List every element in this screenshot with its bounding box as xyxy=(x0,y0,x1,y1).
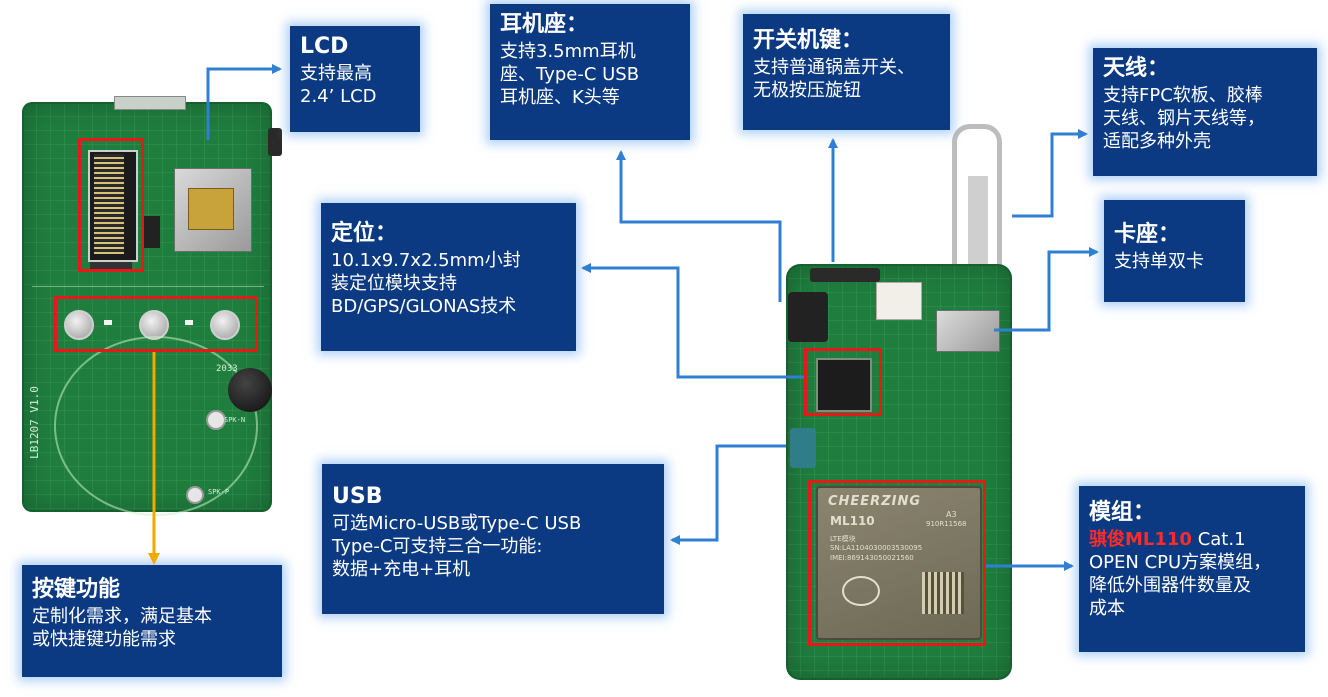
small-chip xyxy=(90,262,132,272)
callout-antenna-title: 天线： xyxy=(1103,56,1170,81)
callout-module-line: 降低外围器件数量及 xyxy=(1089,575,1251,596)
lcd-fpc-pins xyxy=(94,154,124,254)
callout-module-line-1: 骐俊ML110 Cat.1 xyxy=(1089,528,1295,551)
module-model: ML110 xyxy=(830,514,875,528)
silk-side-label: LB1207 V1.0 xyxy=(27,386,41,459)
callout-earphone: 耳机座： 支持3.5mm耳机 座、Type-C USB 耳机座、K头等 xyxy=(490,4,690,140)
callout-lcd-line: 支持最高 xyxy=(300,63,372,84)
antenna-clip-inner xyxy=(968,176,988,272)
callout-module: 模组： 骐俊ML110 Cat.1 OPEN CPU方案模组， 降低外围器件数量… xyxy=(1079,486,1305,652)
keys-highlight xyxy=(54,296,258,352)
module-line-1: LTE模块 xyxy=(830,535,856,543)
callout-lcd-line: 2.4’ LCD xyxy=(300,86,377,107)
callout-usb-line: Type-C可支持三合一功能: xyxy=(332,536,543,557)
left-pcb-board: LB1207 V1.0 2033 SPK-N SPK-P xyxy=(22,96,282,516)
left-sim-slot xyxy=(188,188,234,230)
callout-usb: USB 可选Micro-USB或Type-C USB Type-C可支持三合一功… xyxy=(322,464,664,614)
callout-positioning-line: 10.1x9.7x2.5mm小封 xyxy=(331,250,521,271)
callout-earphone-line: 支持3.5mm耳机 xyxy=(500,41,636,62)
callout-keys-line: 定制化需求，满足基本 xyxy=(32,606,212,627)
arrow-earphone xyxy=(616,150,782,302)
led-dot xyxy=(185,320,193,325)
module-highlight xyxy=(808,480,986,646)
callout-power-key-line: 支持普通锅盖开关、 xyxy=(753,57,915,78)
callout-lcd: LCD 支持最高 2.4’ LCD xyxy=(290,26,420,132)
earphone-jack xyxy=(788,292,828,342)
side-jack xyxy=(268,128,282,156)
module-brand-highlight: 骐俊ML110 xyxy=(1089,529,1192,550)
speaker-area xyxy=(54,336,258,516)
pcb-trace-line xyxy=(32,286,264,287)
callout-positioning-line: 装定位模块支持 xyxy=(331,273,457,294)
key-button-1 xyxy=(64,310,94,340)
small-chip xyxy=(142,216,160,248)
key-button-3 xyxy=(210,310,240,340)
callout-antenna: 天线： 支持FPC软板、胶棒 天线、钢片天线等， 适配多种外壳 xyxy=(1093,48,1317,176)
callout-module-title: 模组： xyxy=(1089,500,1156,525)
callout-earphone-title: 耳机座： xyxy=(500,12,589,37)
module-variant: A3 xyxy=(946,510,957,519)
callout-keys-title: 按键功能 xyxy=(32,577,121,602)
callout-usb-line: 数据+充电+耳机 xyxy=(332,559,471,580)
lcd-connector-highlight xyxy=(78,138,144,272)
module-code: 910R11568 xyxy=(926,520,967,528)
power-key-part xyxy=(810,268,880,282)
gps-highlight xyxy=(804,348,882,416)
callout-positioning-title: 定位： xyxy=(331,221,398,246)
arrow-positioning xyxy=(581,263,804,379)
callout-usb-line: 可选Micro-USB或Type-C USB xyxy=(332,513,582,534)
callout-module-line: OPEN CPU方案模组， xyxy=(1089,552,1272,573)
ml110-module: CHEERZING A3 ML110 910R11568 LTE模块 SN:LA… xyxy=(816,486,982,640)
silk-top-label: 2033 xyxy=(216,364,238,374)
top-connector-tab xyxy=(114,96,186,110)
usb-connector xyxy=(790,428,816,468)
callout-antenna-line: 天线、钢片天线等， xyxy=(1103,108,1265,129)
callout-antenna-line: 适配多种外壳 xyxy=(1103,131,1211,152)
gps-module-chip xyxy=(816,358,872,412)
callout-power-key-title: 开关机键： xyxy=(753,28,864,53)
callout-keys: 按键功能 定制化需求，满足基本 或快捷键功能需求 xyxy=(22,565,282,677)
callout-positioning: 定位： 10.1x9.7x2.5mm小封 装定位模块支持 BD/GPS/GLON… xyxy=(321,203,576,351)
silk-spk-n: SPK-N xyxy=(224,416,246,424)
screw-hole xyxy=(206,410,226,430)
ccc-mark-icon xyxy=(842,576,880,606)
callout-lcd-title: LCD xyxy=(300,34,349,59)
white-connector xyxy=(876,282,922,320)
callout-earphone-line: 耳机座、K头等 xyxy=(500,87,620,108)
callout-positioning-line: BD/GPS/GLONAS技术 xyxy=(331,296,517,317)
callout-module-line: 成本 xyxy=(1089,598,1125,619)
right-pcb-board: CHEERZING A3 ML110 910R11568 LTE模块 SN:LA… xyxy=(776,124,1020,680)
module-line-3: IMEI:869143050021560 xyxy=(830,554,914,562)
callout-sim-title: 卡座： xyxy=(1114,222,1181,247)
callout-earphone-line: 座、Type-C USB xyxy=(500,64,640,85)
right-sim-holder xyxy=(936,310,1000,352)
screw-hole xyxy=(186,486,204,504)
callout-power-key-line: 无极按压旋钮 xyxy=(753,80,861,101)
callout-keys-line: 或快捷键功能需求 xyxy=(32,629,176,650)
led-dot xyxy=(104,320,112,325)
qr-code-icon xyxy=(922,572,964,614)
buzzer-component xyxy=(228,368,272,412)
silk-spk-p: SPK-P xyxy=(208,488,230,496)
module-brand: CHEERZING xyxy=(828,494,922,509)
module-line-2: SN:LA1104030003530095 xyxy=(830,544,923,552)
arrow-usb xyxy=(670,444,786,545)
module-category: Cat.1 xyxy=(1191,529,1246,550)
callout-usb-title: USB xyxy=(332,484,383,509)
arrow-antenna xyxy=(1012,129,1088,218)
callout-power-key: 开关机键： 支持普通锅盖开关、 无极按压旋钮 xyxy=(743,14,950,130)
callout-sim-line: 支持单双卡 xyxy=(1114,251,1204,272)
callout-sim: 卡座： 支持单双卡 xyxy=(1104,200,1245,302)
callout-antenna-line: 支持FPC软板、胶棒 xyxy=(1103,85,1263,106)
